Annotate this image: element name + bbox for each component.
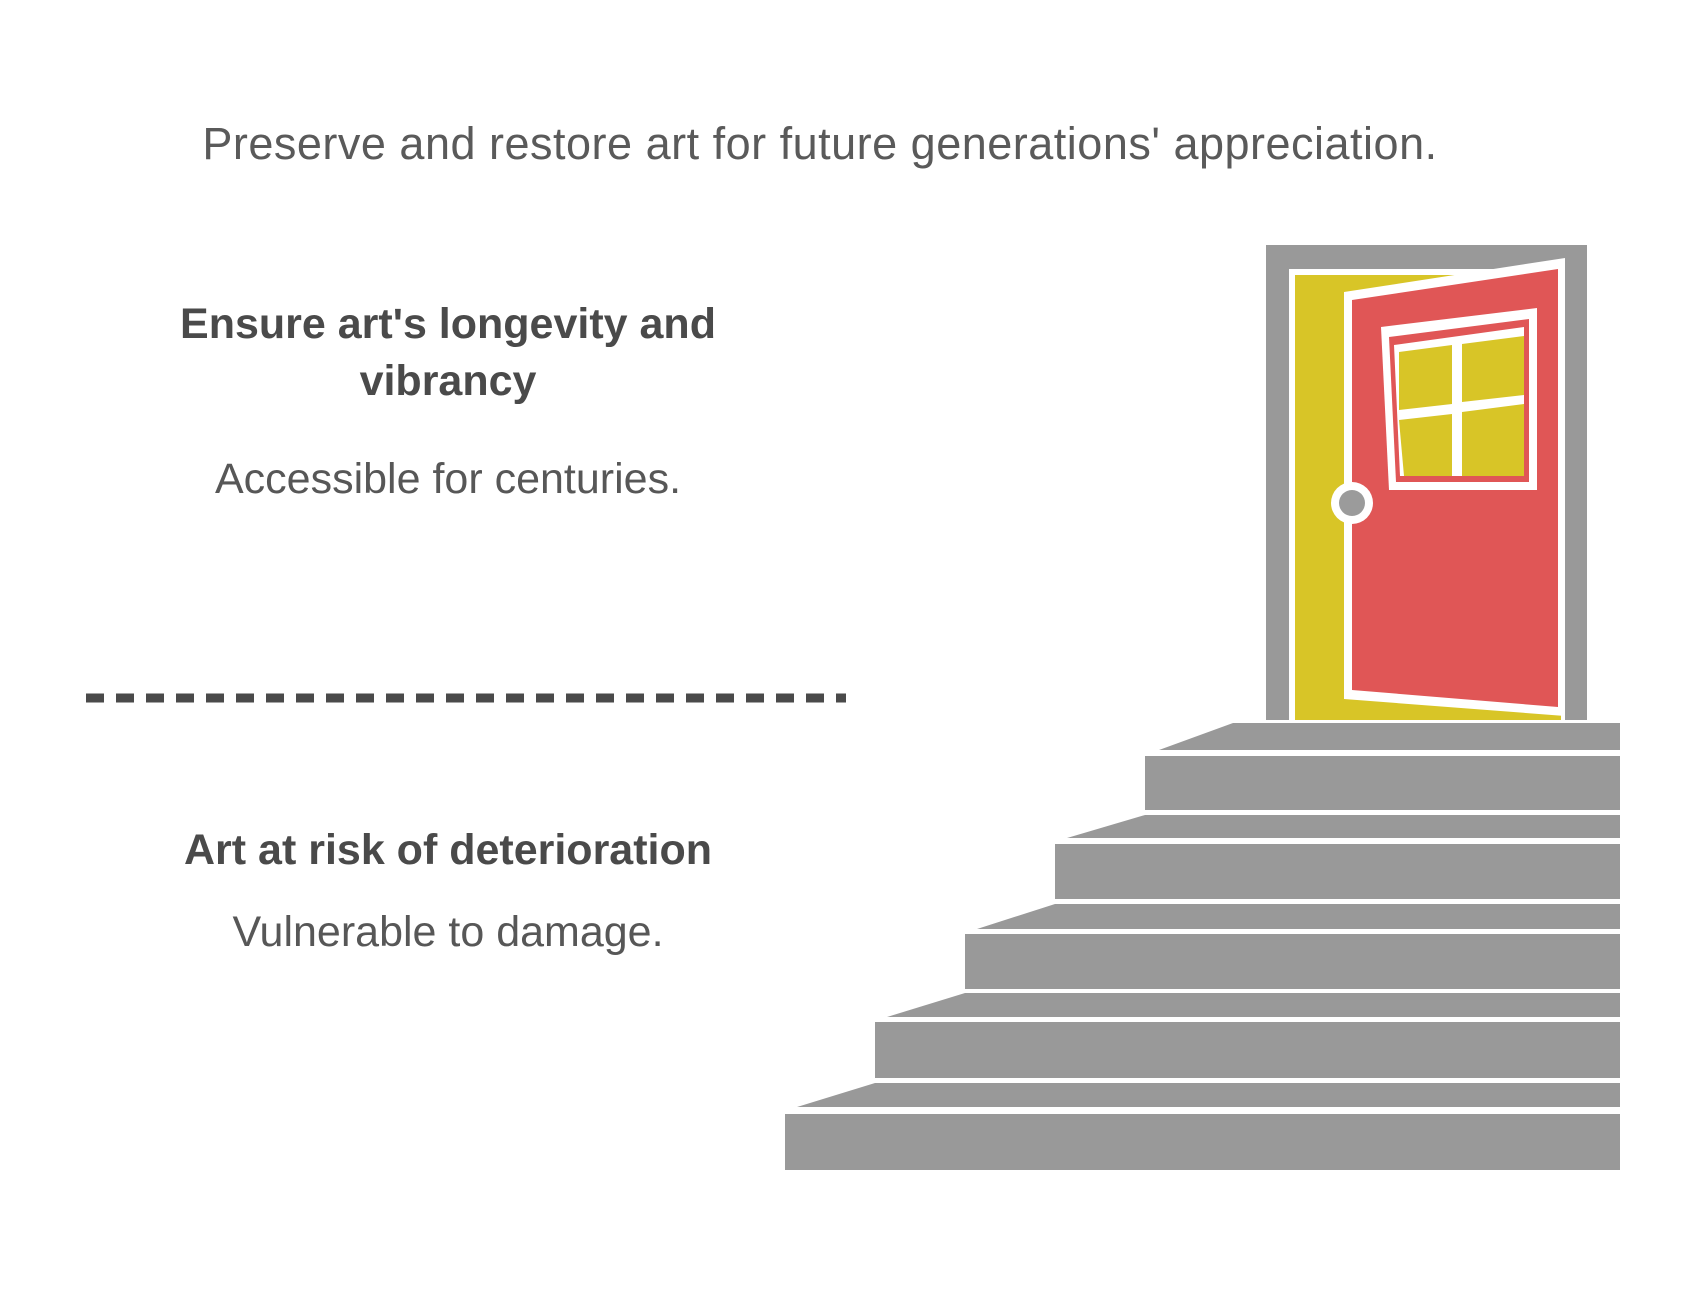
- page-title: Preserve and restore art for future gene…: [202, 118, 1438, 169]
- stair-riser-2: [1055, 844, 1620, 899]
- stair-riser-4: [875, 1022, 1620, 1078]
- stair-riser-3: [965, 934, 1620, 989]
- bottom-section-heading: Art at risk of deterioration: [183, 826, 713, 874]
- window-pane-bottom-right: [1462, 404, 1524, 476]
- stair-riser-1: [1145, 756, 1620, 810]
- stair-tread-3: [887, 993, 1620, 1017]
- stair-tread-4: [797, 1083, 1620, 1107]
- staircase: [785, 723, 1620, 1170]
- bottom-section-subtext: Vulnerable to damage.: [232, 908, 664, 956]
- door-knob: [1339, 490, 1365, 516]
- stair-tread-2: [977, 904, 1620, 929]
- stair-tread-1: [1067, 815, 1620, 838]
- window-pane-bottom-left: [1399, 414, 1452, 476]
- stair-riser-5: [785, 1114, 1620, 1170]
- top-section-subtext: Accessible for centuries.: [214, 455, 682, 503]
- window-pane-top-left: [1399, 345, 1452, 410]
- window-pane-top-right: [1462, 336, 1524, 402]
- top-section-heading: Ensure art's longevity and vibrancy: [180, 300, 716, 405]
- stair-platform-tread: [1159, 723, 1620, 750]
